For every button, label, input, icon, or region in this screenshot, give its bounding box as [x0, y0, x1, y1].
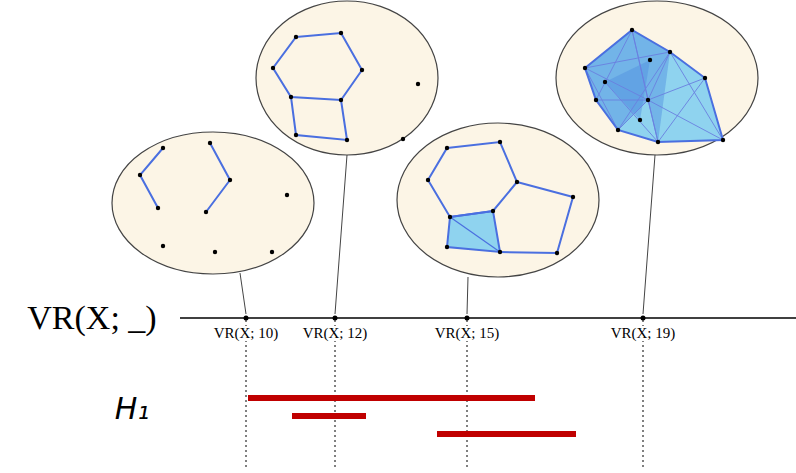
tick-label: VR(X; 15) — [433, 326, 502, 341]
barcode-bars — [248, 398, 576, 434]
complex-r19 — [583, 28, 725, 144]
tick-label: VR(X; 10) — [212, 326, 281, 341]
tick-label: VR(X; 19) — [609, 326, 678, 341]
axis-title: VR(X; _) — [27, 301, 156, 335]
homology-label: H₁ — [115, 394, 150, 424]
complex-r12 — [271, 31, 420, 142]
complex-r15 — [426, 140, 575, 255]
filtration-axis — [180, 317, 796, 318]
tick-label: VR(X; 12) — [301, 326, 370, 341]
tick-dots — [244, 316, 646, 321]
snapshot-bubbles — [112, 1, 758, 277]
dotted-guides — [246, 320, 643, 470]
complex-r10 — [138, 141, 289, 254]
